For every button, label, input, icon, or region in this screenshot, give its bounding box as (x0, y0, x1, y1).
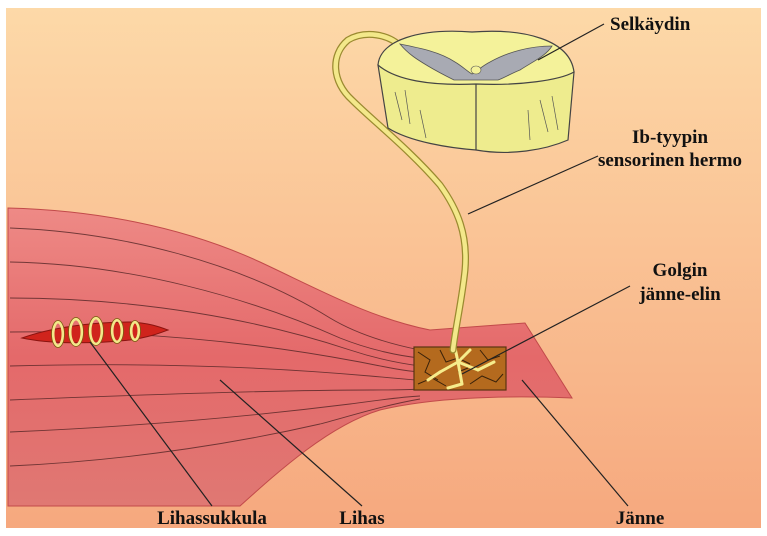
label-golgi-line2: jänne-elin (638, 284, 721, 305)
label-muscle: Lihas (339, 508, 384, 529)
label-nerve-line2: sensorinen hermo (598, 150, 742, 171)
label-spinal-cord: Selkäydin (610, 14, 691, 35)
label-tendon: Jänne (616, 508, 665, 529)
spinal-cord (378, 31, 574, 152)
label-nerve-line1: Ib-tyypin (632, 127, 708, 148)
golgi-tendon-organ (414, 347, 506, 390)
label-golgi-line1: Golgin (653, 260, 708, 281)
label-muscle-spindle: Lihassukkula (157, 508, 267, 529)
